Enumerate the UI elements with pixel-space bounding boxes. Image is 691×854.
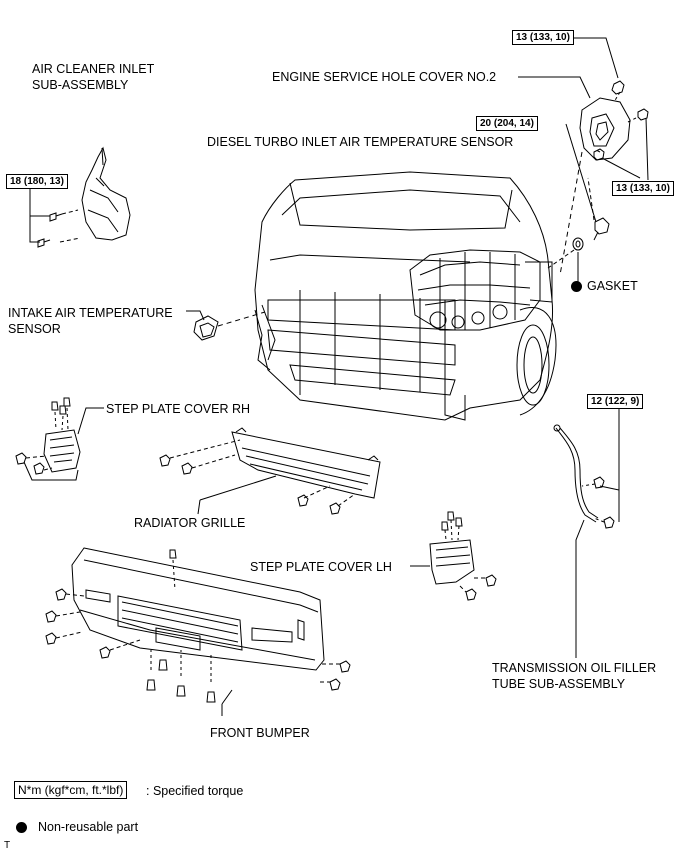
legend-non-reusable-text: Non-reusable part: [38, 820, 139, 834]
engine-service-hole-cover-part: [559, 80, 649, 276]
torque-box-sensor: 20 (204, 14): [476, 116, 538, 131]
step-plate-cover-rh-part: [15, 397, 81, 475]
front-bumper-label: FRONT BUMPER: [210, 726, 310, 740]
torque-box-top: 13 (133, 10): [512, 30, 574, 45]
legend-non-reusable-dot: [16, 822, 27, 833]
torque-box-trans: 12 (122, 9): [587, 394, 644, 409]
non-reusable-marker: [571, 281, 582, 292]
intake-sensor-label-line2: SENSOR: [8, 322, 61, 336]
torque-box-air-cleaner: 18 (180, 13): [6, 174, 68, 189]
step-plate-cover-lh-part: [429, 511, 497, 601]
radiator-grille-part: [159, 427, 381, 515]
diesel-sensor-label: DIESEL TURBO INLET AIR TEMPERATURE SENSO…: [207, 135, 514, 149]
air-cleaner-label-line1: AIR CLEANER INLET: [32, 62, 155, 76]
trans-tube-label-line1: TRANSMISSION OIL FILLER: [492, 661, 657, 675]
footer-mark: T: [4, 840, 11, 851]
air-cleaner-label-line2: SUB-ASSEMBLY: [32, 78, 129, 92]
step-plate-lh-label: STEP PLATE COVER LH: [250, 560, 392, 574]
engine-cover-label: ENGINE SERVICE HOLE COVER NO.2: [272, 70, 497, 84]
front-bumper-part: [45, 547, 351, 703]
engine-block: [409, 249, 553, 331]
vehicle-body: [254, 171, 557, 421]
radiator-grille-label: RADIATOR GRILLE: [134, 516, 246, 530]
legend-torque-unit-box: N*m (kgf*cm, ft.*lbf): [14, 781, 128, 799]
intake-sensor-label-line1: INTAKE AIR TEMPERATURE: [8, 306, 173, 320]
diesel-turbo-sensor-part: [547, 177, 610, 269]
gasket-label: GASKET: [587, 279, 638, 293]
transmission-oil-filler-tube-part: [553, 424, 615, 529]
air-cleaner-inlet-part: [37, 146, 131, 248]
intake-air-sensor-part: [193, 311, 266, 341]
torque-box-cover: 13 (133, 10): [612, 181, 674, 196]
legend-torque-text: : Specified torque: [146, 784, 244, 798]
leader-lines: [23, 37, 649, 716]
trans-tube-label-line2: TUBE SUB-ASSEMBLY: [492, 677, 626, 691]
step-plate-rh-label: STEP PLATE COVER RH: [106, 402, 251, 416]
